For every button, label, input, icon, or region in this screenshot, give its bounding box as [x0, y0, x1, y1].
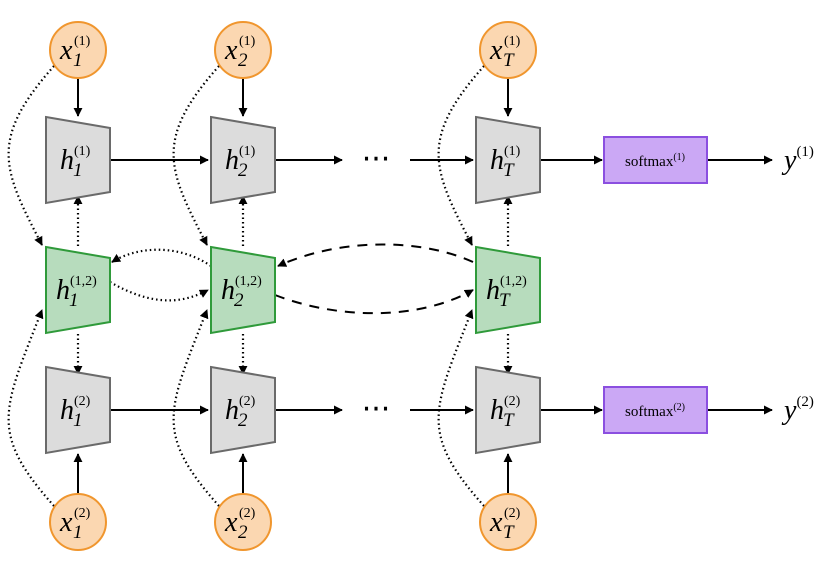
- hidden-bottom-3-label-subscript: T: [503, 410, 515, 431]
- input-bottom-3-shape: [479, 493, 537, 551]
- input-top-3-label: x(1): [489, 34, 521, 66]
- hidden-bottom-1-label-subscript: 1: [73, 410, 83, 431]
- hidden-bottom-2-label-subscript: 2: [238, 410, 248, 431]
- input-bottom-3-label: x(2): [489, 506, 521, 538]
- softmax-bottom-box: [603, 386, 708, 434]
- edge-x1-shared-1: [7, 65, 55, 246]
- softmax-top-box: [603, 136, 708, 184]
- hidden-bottom-1: h(2)1: [45, 365, 111, 455]
- hidden-bottom-2-label: h(2): [225, 394, 256, 426]
- input-bottom-1-label-subscript: 1: [73, 522, 83, 543]
- input-top-2: x(1)2: [214, 21, 272, 79]
- edge-shared-2-1: [111, 248, 212, 267]
- hidden-top-3-label-subscript: T: [503, 160, 515, 181]
- hidden-bottom-1-shape: [45, 365, 111, 455]
- input-bottom-1-shape: [49, 493, 107, 551]
- hidden-top-1-label: h(1): [60, 144, 91, 176]
- shared-1: h(1,2)1: [45, 245, 111, 335]
- hidden-bottom-2-shape: [210, 365, 276, 455]
- ellipsis-bottom: ···: [362, 392, 391, 427]
- input-bottom-3-label-subscript: T: [503, 522, 515, 543]
- input-top-1-shape: [49, 21, 107, 79]
- shared-2-label: h(1,2): [221, 274, 262, 306]
- hidden-bottom-3-shape: [475, 365, 541, 455]
- ellipsis-top: ···: [362, 142, 391, 177]
- output-bottom: y(2): [781, 394, 814, 426]
- edge-shared-1-2: [109, 281, 209, 302]
- hidden-top-1-label-subscript: 1: [73, 160, 83, 181]
- shared-3-label-subscript: T: [499, 290, 511, 311]
- hidden-top-1: h(1)1: [45, 115, 111, 205]
- input-top-1-label-subscript: 1: [73, 50, 83, 71]
- hidden-top-2-label: h(1): [225, 144, 256, 176]
- shared-1-label-subscript: 1: [69, 290, 79, 311]
- softmax-top-label: softmax(1): [625, 152, 685, 170]
- input-top-3-label-subscript: T: [503, 50, 515, 71]
- input-bottom-1-label: x(2): [59, 506, 91, 538]
- nodes: x(1)1x(2)1h(1)1h(2)1h(1,2)1x(1)2x(2)2h(1…: [45, 21, 814, 551]
- hidden-top-2: h(1)2: [210, 115, 276, 205]
- input-top-2-shape: [214, 21, 272, 79]
- input-bottom-1: x(2)1: [49, 493, 107, 551]
- input-bottom-3: x(2)T: [479, 493, 537, 551]
- shared-2-label-subscript: 2: [234, 290, 244, 311]
- shared-3-shape: [475, 245, 541, 335]
- input-top-2-label-subscript: 2: [238, 50, 248, 71]
- hidden-top-3: h(1)T: [475, 115, 541, 205]
- hidden-top-3-label: h(1): [490, 144, 521, 176]
- softmax-bottom-label: softmax(2): [625, 402, 685, 420]
- input-top-2-label: x(1): [224, 34, 256, 66]
- hidden-top-3-shape: [475, 115, 541, 205]
- shared-3: h(1,2)T: [475, 245, 541, 335]
- edge-x1-shared-2: [172, 65, 220, 246]
- hidden-bottom-3-label: h(2): [490, 394, 521, 426]
- input-top-3: x(1)T: [479, 21, 537, 79]
- hidden-bottom-2: h(2)2: [210, 365, 276, 455]
- softmax-bottom: softmax(2): [603, 386, 708, 434]
- hidden-top-2-shape: [210, 115, 276, 205]
- edge-shared-2-T: [274, 289, 474, 315]
- input-top-1: x(1)1: [49, 21, 107, 79]
- shared-1-shape: [45, 245, 111, 335]
- hidden-top-2-label-subscript: 2: [238, 160, 248, 181]
- edges: [7, 65, 773, 507]
- hidden-top-1-shape: [45, 115, 111, 205]
- shared-3-label: h(1,2): [486, 274, 527, 306]
- edge-x1-shared-3: [437, 65, 485, 246]
- input-bottom-2-label: x(2): [224, 506, 256, 538]
- input-bottom-2: x(2)2: [214, 493, 272, 551]
- input-bottom-2-label-subscript: 2: [238, 522, 248, 543]
- edge-shared-T-2: [277, 243, 474, 267]
- shared-2: h(1,2)2: [210, 245, 276, 335]
- input-top-1-label: x(1): [59, 34, 91, 66]
- shared-1-label: h(1,2): [56, 274, 97, 306]
- output-top: y(1): [781, 144, 814, 176]
- hidden-bottom-1-label: h(2): [60, 394, 91, 426]
- input-top-3-shape: [479, 21, 537, 79]
- shared-2-shape: [210, 245, 276, 335]
- hidden-bottom-3: h(2)T: [475, 365, 541, 455]
- input-bottom-2-shape: [214, 493, 272, 551]
- softmax-top: softmax(1): [603, 136, 708, 184]
